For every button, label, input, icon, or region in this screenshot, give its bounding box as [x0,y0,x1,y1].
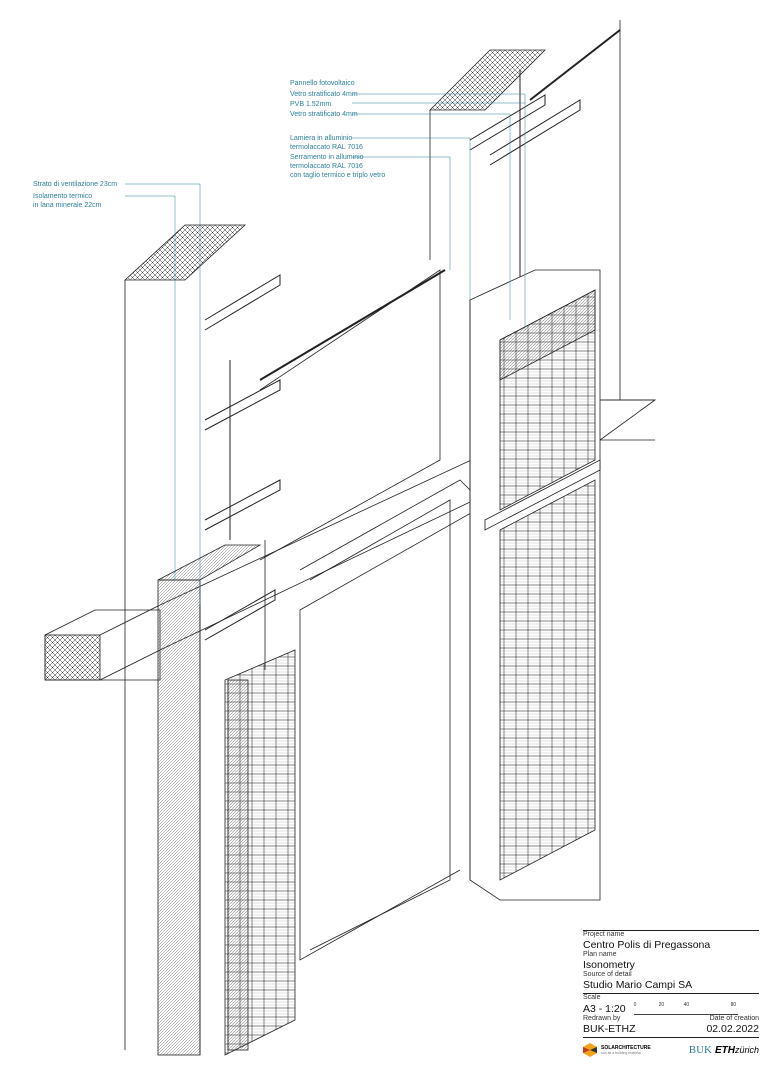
scale-bar: 0 20 40 80 [633,1002,738,1015]
scale-tick: 40 [683,1002,690,1008]
right-column [469,269,601,901]
annotation-pvb: PVB 1.52mm [290,101,332,108]
date-of-creation: 02.02.2022 [706,1023,759,1035]
eth-logo-text: ETH [714,1045,735,1056]
scale-tick: 80 [730,1002,737,1008]
title-block: Project name Centro Polis di Pregassona … [583,930,759,1057]
scale-value: A3 - 1:20 [583,1003,626,1015]
leader-lines [125,93,526,605]
annotation-window-frame: Serramento in alluminio termolaccato RAL… [290,154,386,179]
solarchitecture-logo-icon [583,1043,597,1057]
annotation-aluminium-sheet: Lamiera in alluminio termolaccato RAL 70… [290,135,363,151]
left-panel [157,540,296,1056]
buk-logo-text: BUK [688,1044,712,1056]
source-name: Studio Mario Campi SA [583,979,693,991]
top-column [429,20,621,400]
plan-label: Plan name [583,951,617,958]
annotation-glass-2: Vetro stratificato 4mm [290,111,358,118]
left-column [123,224,247,1050]
redrawn-label: Redrawn by [583,1015,621,1022]
source-label: Source of detail [583,971,632,978]
zurich-logo-text: zürich [734,1045,759,1055]
scale-tick: 20 [658,1002,665,1008]
window-frame [259,29,621,961]
date-label: Date of creation [709,1015,759,1022]
solarchitecture-text: SOLARCHITECTURE [601,1045,651,1051]
annotation-insulation: Isolamento termico in lana minerale 22cm [33,193,102,209]
floor-slab [44,399,657,681]
project-label: Project name [583,931,625,938]
scale-label: Scale [583,994,601,1001]
plan-name: Isonometry [583,959,635,971]
redrawn-by: BUK-ETHZ [583,1023,636,1035]
project-name: Centro Polis di Pregassona [583,939,711,951]
solarchitecture-logo: SOLARCHITECTURE sun as a building materi… [583,1043,651,1057]
annotation-pv-panel: Pannello fotovoltaico [290,80,355,87]
solarchitecture-tagline: sun as a building material [601,1051,641,1055]
brackets [204,70,581,641]
annotation-ventilation: Strato di ventilazione 23cm [33,181,118,188]
scale-tick: 0 [633,1002,637,1008]
annotation-glass-1: Vetro stratificato 4mm [290,91,358,98]
